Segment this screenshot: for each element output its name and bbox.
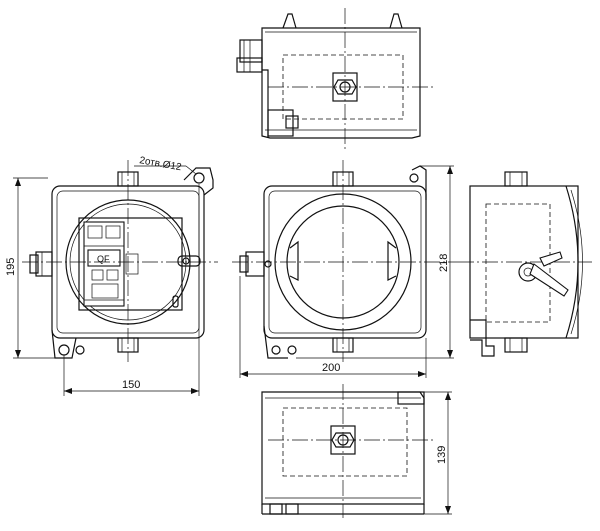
bottom-view: 139	[261, 384, 452, 518]
dim-150-label: 150	[122, 379, 140, 391]
side-top-gland	[504, 171, 528, 187]
dim-139-label: 139	[436, 446, 448, 464]
mount-hole-top	[193, 172, 205, 184]
top-ear-left	[282, 13, 297, 29]
terminal-block	[125, 253, 139, 275]
dim-195-label: 195	[5, 258, 17, 276]
side-bracket	[470, 319, 495, 357]
bottom-body	[261, 391, 425, 505]
front-ear-bottom-left	[51, 329, 77, 359]
side-view	[458, 171, 592, 357]
bottom-inner-outline	[282, 407, 408, 477]
side-cover-arc	[565, 185, 579, 339]
front-ear-top-right	[183, 167, 214, 196]
mount-hole-bottom	[58, 344, 70, 356]
front-latch	[177, 255, 201, 267]
top-gland-nut	[333, 79, 357, 95]
cover-clamp-left	[289, 240, 299, 281]
closed-left-gland	[245, 251, 265, 277]
bottom-ear	[397, 391, 425, 405]
top-ear-right	[389, 13, 403, 29]
side-inner-outline	[485, 203, 551, 323]
top-left-bracket	[262, 69, 269, 138]
dim-218-label: 218	[438, 254, 450, 272]
mounting-plate	[78, 217, 183, 311]
top-view	[236, 8, 436, 150]
holes-note: 2отв.Ø12	[138, 155, 182, 173]
front-left-gland	[35, 251, 53, 277]
top-view-body	[261, 27, 421, 139]
side-handle-lever	[529, 263, 569, 297]
dim-200-label: 200	[322, 362, 340, 374]
closed-ear-right	[411, 165, 427, 200]
cover-clamp-right	[387, 240, 397, 281]
bottom-gland-body	[330, 425, 356, 455]
side-bottom-gland	[504, 337, 528, 353]
breaker-label: QF	[97, 254, 110, 264]
closed-front-view: 200 218	[232, 160, 458, 378]
front-view: QF 2отв.Ø12 195	[5, 155, 218, 396]
top-gland-body	[332, 72, 358, 102]
closed-ear-left	[263, 325, 288, 359]
